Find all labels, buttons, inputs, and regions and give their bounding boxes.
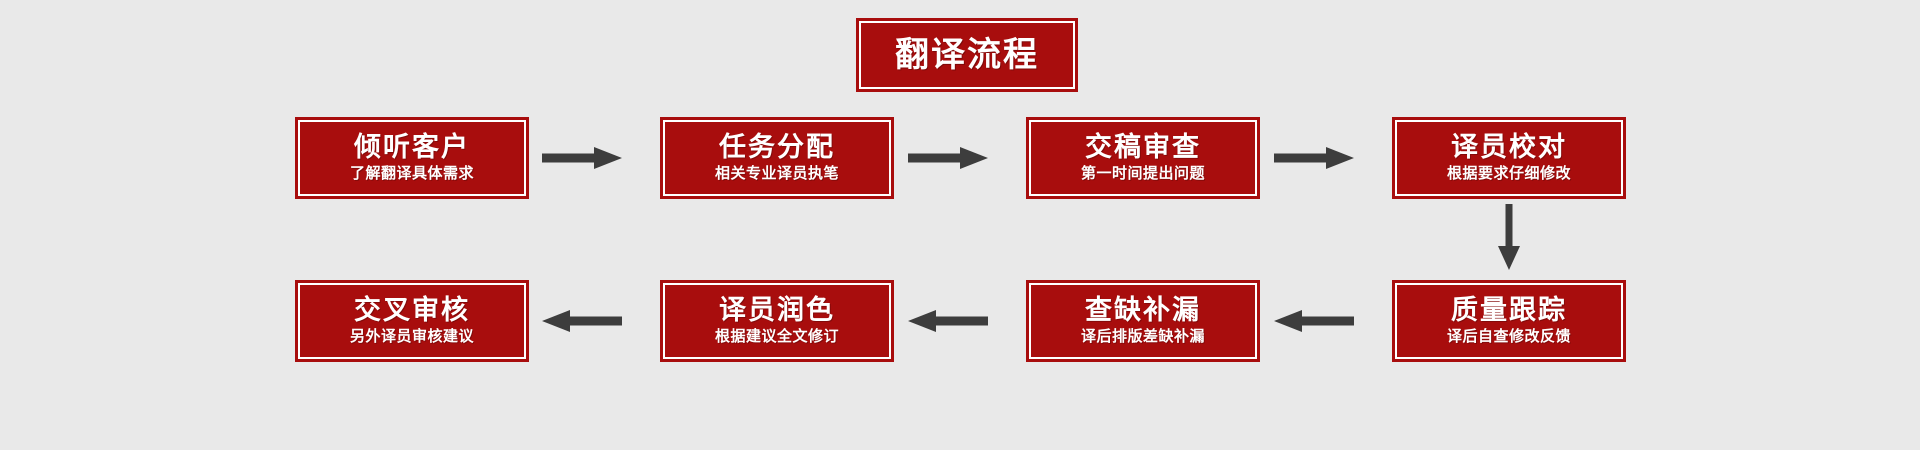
node-title: 交稿审查 — [1085, 132, 1201, 164]
node-subtitle: 根据建议全文修订 — [714, 326, 839, 345]
process-node-cross-review[interactable]: 交叉审核 另外译员审核建议 — [295, 280, 529, 362]
node-title: 译员润色 — [719, 295, 835, 327]
flowchart-title-text: 翻译流程 — [895, 35, 1039, 75]
node-subtitle: 译后排版差缺补漏 — [1080, 326, 1205, 345]
node-subtitle: 第一时间提出问题 — [1080, 163, 1205, 182]
node-title: 质量跟踪 — [1451, 295, 1567, 327]
process-node-listen-to-client[interactable]: 倾听客户 了解翻译具体需求 — [295, 117, 529, 199]
arrow-right-icon — [1268, 143, 1360, 173]
process-node-draft-review[interactable]: 交稿审查 第一时间提出问题 — [1026, 117, 1260, 199]
node-subtitle: 相关专业译员执笔 — [714, 163, 839, 182]
node-subtitle: 译后自查修改反馈 — [1446, 326, 1571, 345]
arrow-left-icon — [1268, 306, 1360, 336]
node-title: 译员校对 — [1451, 132, 1567, 164]
node-subtitle: 另外译员审核建议 — [349, 326, 474, 345]
node-title: 交叉审核 — [354, 295, 470, 327]
arrow-left-icon — [536, 306, 628, 336]
process-node-gap-filling[interactable]: 查缺补漏 译后排版差缺补漏 — [1026, 280, 1260, 362]
process-node-translator-polish[interactable]: 译员润色 根据建议全文修订 — [660, 280, 894, 362]
process-node-translator-proofread[interactable]: 译员校对 根据要求仔细修改 — [1392, 117, 1626, 199]
arrow-down-icon — [1492, 202, 1526, 274]
arrow-left-icon — [902, 306, 994, 336]
node-title: 查缺补漏 — [1085, 295, 1201, 327]
arrow-right-icon — [536, 143, 628, 173]
flowchart-title-box: 翻译流程 — [856, 18, 1078, 92]
node-subtitle: 根据要求仔细修改 — [1446, 163, 1571, 182]
node-title: 倾听客户 — [354, 132, 470, 164]
node-subtitle: 了解翻译具体需求 — [349, 163, 474, 182]
process-node-quality-tracking[interactable]: 质量跟踪 译后自查修改反馈 — [1392, 280, 1626, 362]
node-title: 任务分配 — [719, 132, 835, 164]
process-node-task-assignment[interactable]: 任务分配 相关专业译员执笔 — [660, 117, 894, 199]
arrow-right-icon — [902, 143, 994, 173]
